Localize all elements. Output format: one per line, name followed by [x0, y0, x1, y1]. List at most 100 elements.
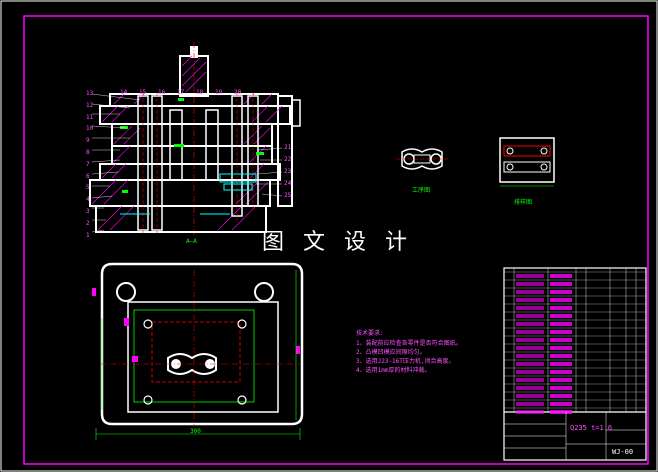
bom-cell-mark [516, 306, 544, 310]
bom-cell-mark [516, 402, 544, 406]
bom-cell-mark [516, 298, 544, 302]
watermark-text: 图 文 设 计 [262, 230, 413, 255]
part-number-14: 14 [120, 89, 128, 96]
highlight-parts [120, 98, 264, 193]
dashed-region [151, 321, 241, 383]
bom-cell-mark [550, 322, 572, 326]
bom-cell-mark [516, 330, 544, 334]
bom-rows [504, 271, 646, 414]
pin-centerlines [142, 92, 254, 234]
part-number-5: 5 [86, 184, 90, 192]
lower-die-seat [95, 205, 267, 233]
title-material: Q235 t=1.6 [570, 424, 613, 432]
part-number-15: 15 [139, 89, 147, 96]
bom-cell-mark [550, 402, 572, 406]
tech-note-1: 1、装配前应检查各零件是否符合图纸。 [356, 340, 462, 347]
part-number-9: 9 [86, 137, 90, 145]
part-number-16: 16 [158, 89, 166, 96]
process-part-view [396, 148, 450, 170]
bom-frame [503, 267, 647, 461]
guide-bush [291, 99, 301, 127]
bom-cell-mark [550, 370, 572, 374]
tech-note-4: 4、选用1mm厚的材料冲裁。 [356, 367, 431, 374]
tech-note-2: 2、凸模凹模应间隙均匀。 [356, 349, 426, 356]
part-number-10: 10 [86, 125, 94, 133]
bom-cell-mark [550, 394, 572, 398]
bom-cell-mark [550, 282, 572, 286]
bom-cell-mark [516, 290, 544, 294]
blank-layout-view [499, 137, 555, 187]
bom-cell-mark [516, 362, 544, 366]
bom-cell-mark [516, 386, 544, 390]
bom-cell-mark [550, 274, 572, 278]
title-drawing-no: WJ-00 [612, 448, 634, 456]
pin-hole-3 [143, 395, 153, 405]
upper-plate [99, 105, 291, 125]
pin-hole-1 [143, 319, 153, 329]
section-label: A—A [186, 238, 197, 245]
bom-cell-mark [550, 378, 572, 382]
part-number-3: 3 [86, 208, 90, 215]
tech-note-3: 3、选用J23-16T压力机,闭合高度。 [356, 358, 455, 365]
cavity-hole-left [171, 359, 181, 369]
bom-cell-mark [516, 274, 544, 278]
guide-post [277, 95, 293, 207]
strip-part-a [503, 145, 551, 157]
dimension-label: 300 [190, 428, 201, 435]
leader-lines [91, 93, 283, 233]
title-grid [504, 412, 646, 460]
part-number-8: 8 [86, 149, 90, 156]
die-plate-outline [127, 301, 279, 413]
pin-hole-4 [237, 395, 247, 405]
strip-hole-3 [506, 163, 514, 171]
hatching [91, 55, 283, 231]
bom-cell-mark [516, 370, 544, 374]
part-number-12: 12 [86, 101, 94, 109]
part-number-24: 24 [284, 180, 292, 187]
bom-cell-mark [516, 354, 544, 358]
bom-cell-mark [516, 338, 544, 342]
part-number-6: 6 [86, 172, 90, 180]
strip-hole-1 [506, 147, 514, 155]
shank-top [190, 46, 198, 58]
part-number-19: 19 [215, 89, 223, 96]
bom-cell-mark [516, 394, 544, 398]
process-label: 工序图 [412, 187, 431, 194]
drawing-border [23, 15, 649, 465]
bom-cell-mark [550, 330, 572, 334]
part-number-1: 1 [86, 231, 90, 239]
lower-die-set-outline [100, 262, 304, 426]
bom-cell-mark [550, 386, 572, 390]
part-number-7: 7 [86, 160, 90, 168]
strip-outline [499, 137, 555, 183]
strip-hole-2 [540, 147, 548, 155]
bom-cell-mark [550, 290, 572, 294]
bom-cell-mark [550, 362, 572, 366]
bom-cell-mark [550, 410, 572, 414]
bom-cell-mark [550, 298, 572, 302]
guide-hole-right [254, 282, 274, 302]
part-number-13: 13 [86, 90, 94, 97]
bom-grid [513, 268, 637, 412]
bom-cell-mark [550, 346, 572, 350]
bom-cell-mark [516, 410, 544, 414]
pin-hole-2 [237, 319, 247, 329]
tech-notes-title: 技术要求: [356, 330, 384, 337]
part-number-21: 21 [284, 144, 292, 151]
part-number-11: 11 [86, 113, 94, 121]
part-outline [401, 148, 443, 170]
bom-cell-mark [516, 378, 544, 382]
guide-hole-left [116, 282, 136, 302]
section-view [89, 42, 301, 235]
cyan-parts [120, 173, 257, 215]
bom-cell-mark [550, 354, 572, 358]
bom-cell-mark [516, 314, 544, 318]
bom-cell-mark [516, 282, 544, 286]
part-number-18: 18 [196, 89, 204, 96]
blank-label: 排样图 [514, 199, 533, 206]
plan-view [92, 262, 304, 440]
strip-hole-4 [540, 163, 548, 171]
part-number-23: 23 [284, 168, 292, 175]
